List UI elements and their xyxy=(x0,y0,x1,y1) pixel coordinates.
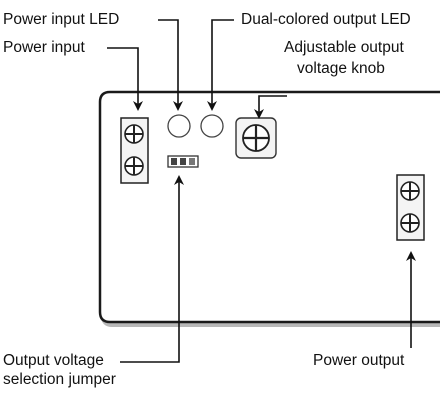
callout-dual-colored-led xyxy=(207,19,234,111)
callout-power-input xyxy=(107,47,143,111)
callout-voltage-jumper xyxy=(120,175,184,363)
label-adjustable-knob-line1: Adjustable output xyxy=(284,39,404,56)
power-input-terminal xyxy=(120,117,149,184)
circuit-board xyxy=(98,90,440,327)
label-power-input: Power input xyxy=(3,39,85,56)
label-output-voltage-line1: Output voltage xyxy=(3,352,104,369)
voltage-selection-jumper xyxy=(167,155,199,168)
power-input-led xyxy=(167,114,191,138)
label-power-output: Power output xyxy=(313,352,405,369)
label-power-input-led: Power input LED xyxy=(3,11,120,28)
dual-colored-output-led xyxy=(200,114,224,138)
label-adjustable-knob-line2: voltage knob xyxy=(297,60,385,77)
label-output-voltage-line2: selection jumper xyxy=(3,371,116,388)
label-dual-colored-output-led: Dual-colored output LED xyxy=(241,11,411,28)
callout-adjustable-knob xyxy=(254,95,287,119)
power-output-terminal xyxy=(396,174,425,241)
adjustable-voltage-knob xyxy=(235,117,277,159)
callout-power-input-led xyxy=(158,19,183,111)
